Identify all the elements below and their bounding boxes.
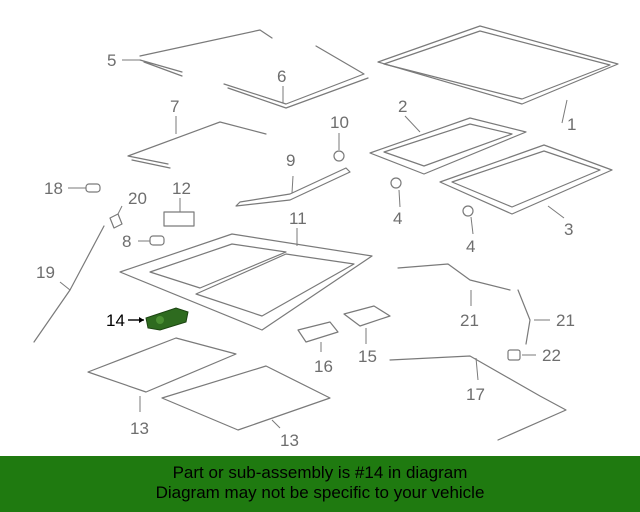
part-22-connector: 22 <box>507 346 561 365</box>
label-1: 1 <box>567 115 576 134</box>
label-14: 14 <box>106 311 125 330</box>
part-15-tray: 15 <box>343 305 391 366</box>
part-2-frame: 2 <box>369 97 527 175</box>
banner-line-1: Part or sub-assembly is #14 in diagram <box>172 463 468 482</box>
part-18-bolt: 18 <box>44 179 101 198</box>
part-20-clip: 20 <box>109 189 147 229</box>
label-17: 17 <box>466 385 485 404</box>
part-13-shade-front: 13 <box>87 337 237 438</box>
part-3-rear-glass: 3 <box>439 144 613 239</box>
part-5-seal: 5 <box>107 29 273 77</box>
part-16-cover: 16 <box>297 321 339 376</box>
label-13a: 13 <box>130 419 149 438</box>
part-21-hose-b: 21 <box>517 289 575 345</box>
part-1-glass-panel: 1 <box>377 25 619 134</box>
label-8: 8 <box>122 232 131 251</box>
label-4b: 4 <box>466 237 475 256</box>
label-5: 5 <box>107 51 116 70</box>
part-11-housing: 11 <box>119 209 373 331</box>
part-17-cable: 17 <box>389 355 567 441</box>
label-20: 20 <box>128 189 147 208</box>
label-11: 11 <box>289 209 307 228</box>
label-21a: 21 <box>460 311 479 330</box>
label-2: 2 <box>398 97 407 116</box>
label-18: 18 <box>44 179 63 198</box>
banner-line-2: Diagram may not be specific to your vehi… <box>155 483 485 502</box>
label-16: 16 <box>314 357 333 376</box>
label-15: 15 <box>358 347 377 366</box>
part-13-shade-rear: 13 <box>161 365 331 450</box>
parts-diagram: 1 2 3 4 4 5 6 7 <box>33 25 619 450</box>
label-12: 12 <box>172 179 191 198</box>
part-6-weatherstrip: 6 <box>223 45 369 109</box>
label-3: 3 <box>564 220 573 239</box>
part-10-fastener: 10 <box>330 113 349 162</box>
label-13b: 13 <box>280 431 299 450</box>
part-19-drain-tube: 19 <box>33 225 105 343</box>
label-4a: 4 <box>393 209 402 228</box>
label-10: 10 <box>330 113 349 132</box>
part-8-clip: 8 <box>122 232 165 251</box>
part-9-rail: 9 <box>235 151 351 207</box>
part-12-bracket: 12 <box>163 179 195 227</box>
vehicle-notice-banner: Part or sub-assembly is #14 in diagram D… <box>0 456 640 512</box>
part-14-motor: 14 <box>106 307 189 331</box>
part-21-hose-a: 21 <box>397 263 511 330</box>
label-21b: 21 <box>556 311 575 330</box>
part-7-seal: 7 <box>127 97 267 169</box>
part-4-bolt-a: 4 <box>390 177 402 228</box>
label-22: 22 <box>542 346 561 365</box>
label-19: 19 <box>36 263 55 282</box>
label-9: 9 <box>286 151 295 170</box>
part-4-bolt-b: 4 <box>462 205 475 256</box>
label-6: 6 <box>277 67 286 86</box>
label-7: 7 <box>170 97 179 116</box>
